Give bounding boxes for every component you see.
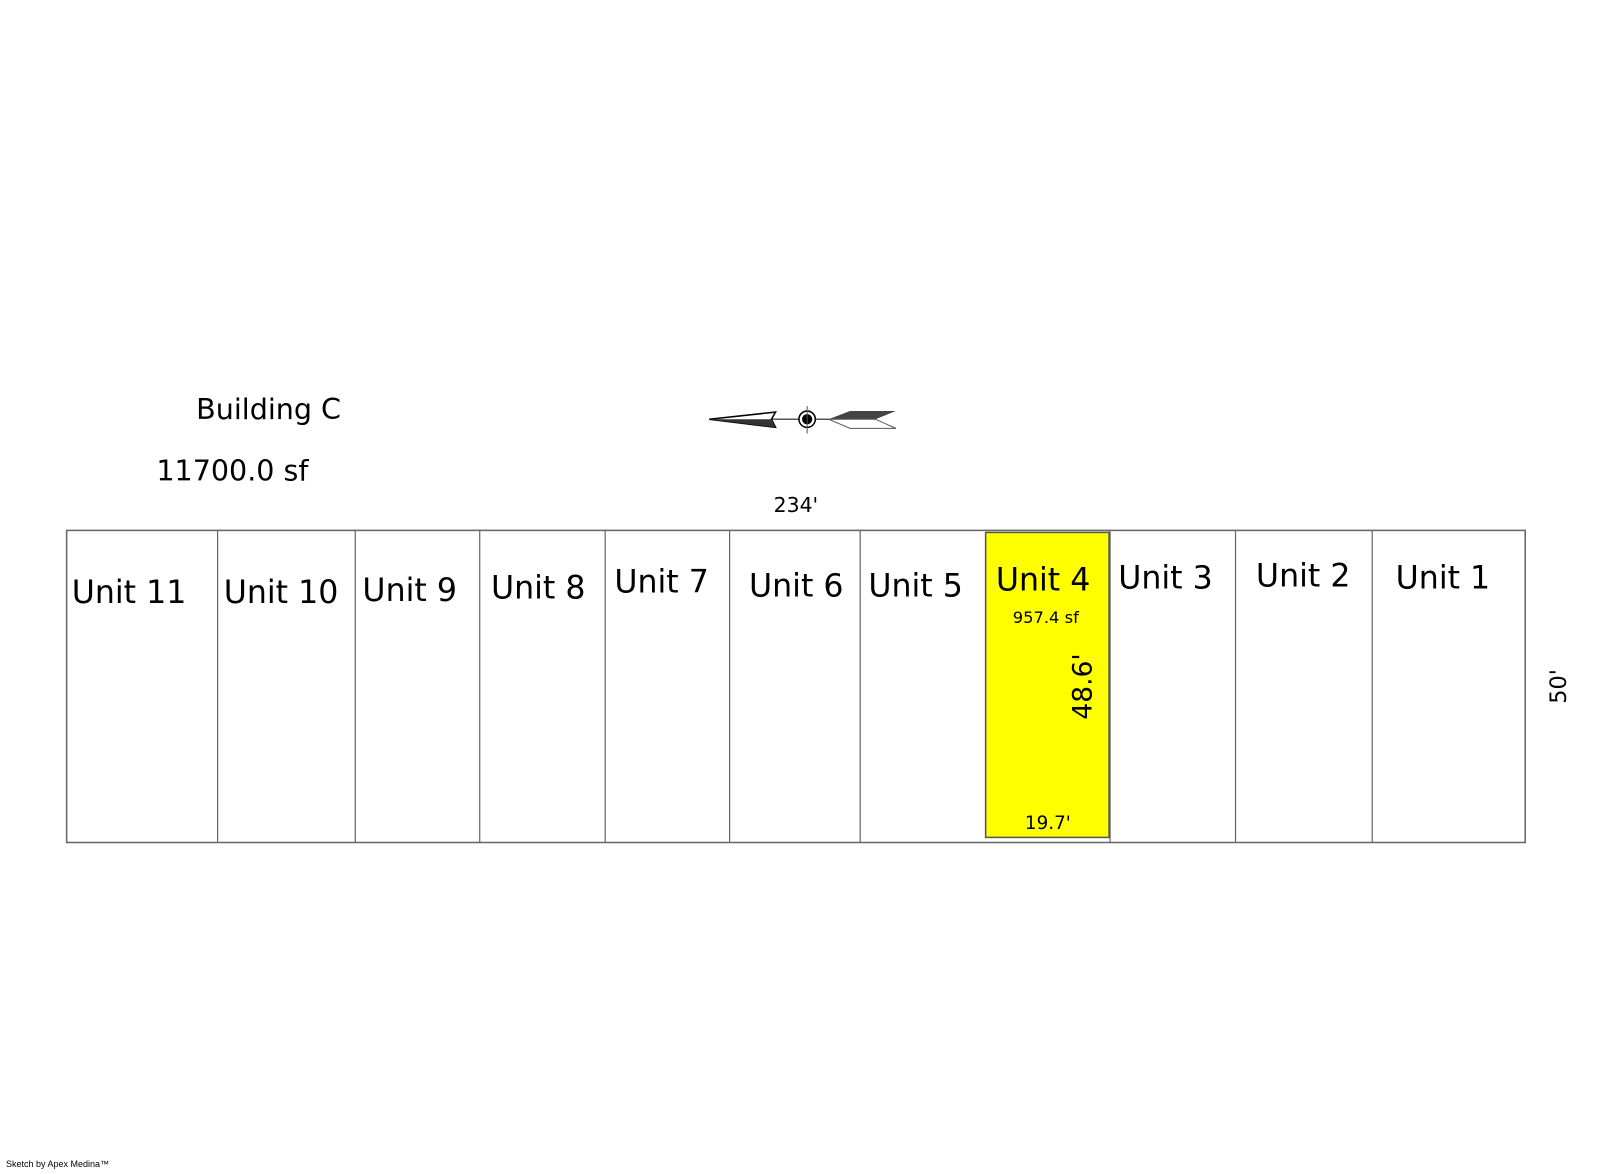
unit-10-label: Unit 10 — [224, 575, 339, 611]
unit-9-label: Unit 9 — [362, 573, 457, 609]
building-outline — [65, 529, 1526, 844]
building-width-label: 234' — [774, 493, 818, 517]
unit-6-label: Unit 6 — [749, 569, 844, 605]
building-name: Building C — [196, 392, 341, 426]
footer-credit: Sketch by Apex Medina™ — [6, 1159, 110, 1169]
unit-4-width-label: 19.7' — [1025, 813, 1071, 834]
unit-4-label: Unit 4 — [996, 563, 1091, 599]
unit-5-label: Unit 5 — [868, 569, 963, 605]
unit-11-label: Unit 11 — [72, 575, 187, 611]
compass-arrow-icon — [709, 405, 897, 434]
unit-2-label: Unit 2 — [1256, 558, 1351, 594]
building-area: 11700.0 sf — [156, 453, 309, 487]
unit-4-highlight[interactable] — [984, 531, 1110, 839]
unit-3-label: Unit 3 — [1118, 561, 1213, 597]
building-depth-label: 50' — [1546, 669, 1572, 704]
unit-7-label: Unit 7 — [614, 565, 709, 601]
unit-8-label: Unit 8 — [491, 571, 586, 607]
unit-4-area: 957.4 sf — [1013, 608, 1080, 627]
unit-1-label: Unit 1 — [1396, 561, 1491, 597]
unit-dividers — [216, 530, 1373, 843]
unit-4-depth-label: 48.6' — [1068, 653, 1099, 719]
